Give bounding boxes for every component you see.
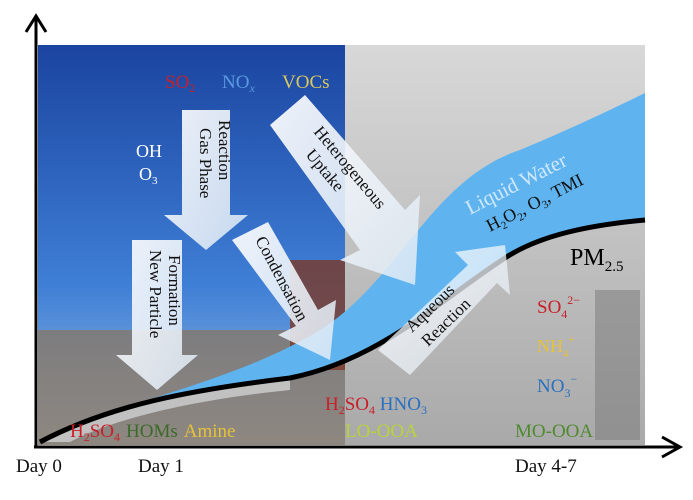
vocs-label: VOCs <box>282 72 330 93</box>
pm25-label: PM2.5 <box>570 245 623 275</box>
svg-text:Reaction: Reaction <box>215 120 234 181</box>
gas-phase-reaction-arrow: Gas Phase Reaction <box>164 110 248 250</box>
pm25-curve <box>38 217 646 445</box>
nox-label: NOx <box>222 72 255 95</box>
x-tick-day4-7: Day 4-7 <box>515 456 577 477</box>
x-tick-day1: Day 1 <box>138 456 184 477</box>
y-axis <box>24 13 48 447</box>
h2so4-hno3-label: H2SO4 HNO3 <box>325 394 427 417</box>
sulfate-label: SO42− <box>537 293 580 321</box>
svg-text:New Particle: New Particle <box>146 250 165 338</box>
ammonium-label: NH4+ <box>537 334 575 360</box>
x-axis <box>34 435 684 459</box>
hazy-building <box>595 290 640 440</box>
mo-ooa-label: MO-OOA <box>515 421 593 442</box>
new-particle-formation-arrow: New Particle Formation <box>116 240 198 390</box>
o3-label: O3 <box>139 164 158 187</box>
oh-label: OH <box>136 141 162 161</box>
x-tick-day0: Day 0 <box>16 456 62 477</box>
so2-label: SO2 <box>165 72 195 95</box>
nitrate-label: NO3− <box>537 372 577 400</box>
liquid-water-band <box>40 93 645 442</box>
svg-text:Gas Phase: Gas Phase <box>196 128 215 198</box>
grey-particle-band <box>40 378 290 442</box>
svg-text:Formation: Formation <box>165 255 184 326</box>
lo-ooa-label: LO-OOA <box>345 421 418 442</box>
